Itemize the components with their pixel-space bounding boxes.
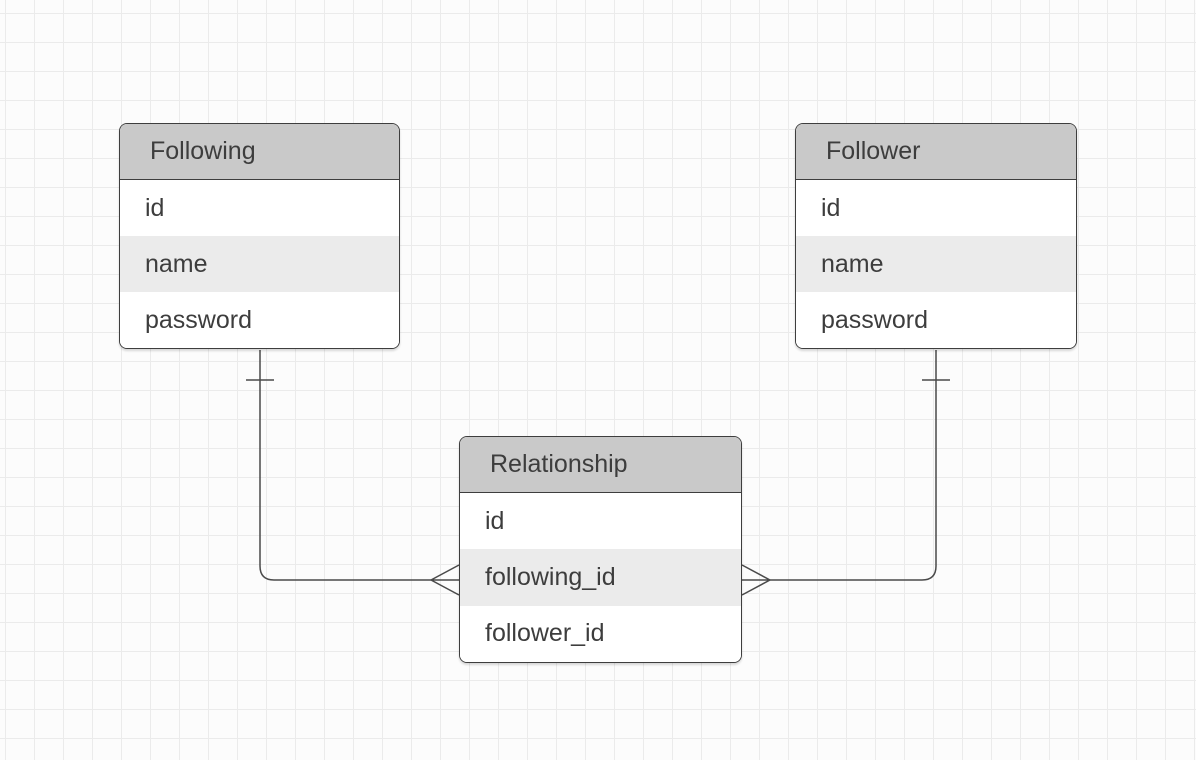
- entity-following-field-id[interactable]: id: [120, 180, 399, 236]
- entity-follower-field-name[interactable]: name: [796, 236, 1076, 292]
- connector-line[interactable]: [770, 350, 937, 581]
- entity-relationship-title[interactable]: Relationship: [460, 437, 741, 493]
- entity-follower-title[interactable]: Follower: [796, 124, 1076, 180]
- entity-relationship-field-following-id[interactable]: following_id: [460, 549, 741, 606]
- entity-relationship-field-follower-id[interactable]: follower_id: [460, 605, 741, 662]
- entity-relationship-field-id[interactable]: id: [460, 493, 741, 550]
- entity-follower[interactable]: Follower id name password: [795, 123, 1077, 349]
- entity-follower-field-password[interactable]: password: [796, 292, 1076, 348]
- cardinality-many-crowfoot: [741, 564, 771, 596]
- entity-following-field-name[interactable]: name: [120, 236, 399, 292]
- connector-line[interactable]: [259, 350, 431, 581]
- entity-following[interactable]: Following id name password: [119, 123, 400, 349]
- connector-follower-relationship[interactable]: [741, 350, 950, 596]
- entity-follower-field-id[interactable]: id: [796, 180, 1076, 236]
- cardinality-many-crowfoot: [430, 564, 460, 596]
- entity-relationship[interactable]: Relationship id following_id follower_id: [459, 436, 742, 663]
- entity-following-field-password[interactable]: password: [120, 292, 399, 348]
- connector-following-relationship[interactable]: [246, 350, 460, 596]
- entity-following-title[interactable]: Following: [120, 124, 399, 180]
